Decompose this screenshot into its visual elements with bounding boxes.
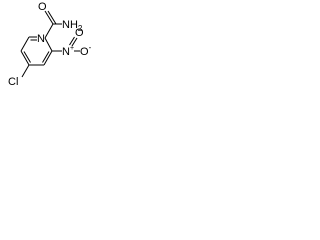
bond-c2-c3: [43, 50, 53, 66]
nitro-o-charge: -: [89, 43, 92, 52]
nitro-o-text: O: [80, 46, 89, 58]
bond-nnitro-otop: [71, 37, 78, 47]
structure-diagram: O NH2 N N+ O O- Cl: [8, 1, 92, 88]
ring-nitrogen-label: N: [37, 33, 45, 45]
bond-c5-c6: [20, 36, 30, 52]
bond-c4-c5: [20, 50, 30, 66]
bond-c2-camide: [44, 23, 54, 39]
bond-c2-c3-inner: [42, 51, 50, 63]
bond-n1-c2: [44, 37, 53, 52]
carbonyl-oxygen-label: O: [38, 1, 47, 13]
amide-nh-text: NH: [62, 19, 78, 31]
nitro-n-charge: +: [70, 45, 74, 52]
bond-camide-o-double: [47, 10, 57, 25]
chlorine-label: Cl: [8, 76, 18, 88]
bond-camide-o: [44, 10, 54, 25]
nitro-side-oxygen-label: O-: [80, 43, 92, 58]
nitro-top-oxygen-label: O: [75, 27, 84, 39]
amide-nh2-subscript: 2: [78, 24, 83, 33]
bond-nnitro-otop-double: [69, 36, 75, 46]
nitro-group: [52, 36, 80, 52]
nitro-n-text: N: [62, 46, 70, 58]
nitro-nitrogen-label: N+: [62, 45, 74, 58]
amide-nh2-label: NH2: [62, 19, 83, 33]
carboxamide-group: [44, 10, 62, 39]
bond-c5-cl: [21, 64, 30, 78]
bond-c4-c5-inner: [23, 51, 31, 63]
pyridine-ring: [20, 36, 53, 66]
